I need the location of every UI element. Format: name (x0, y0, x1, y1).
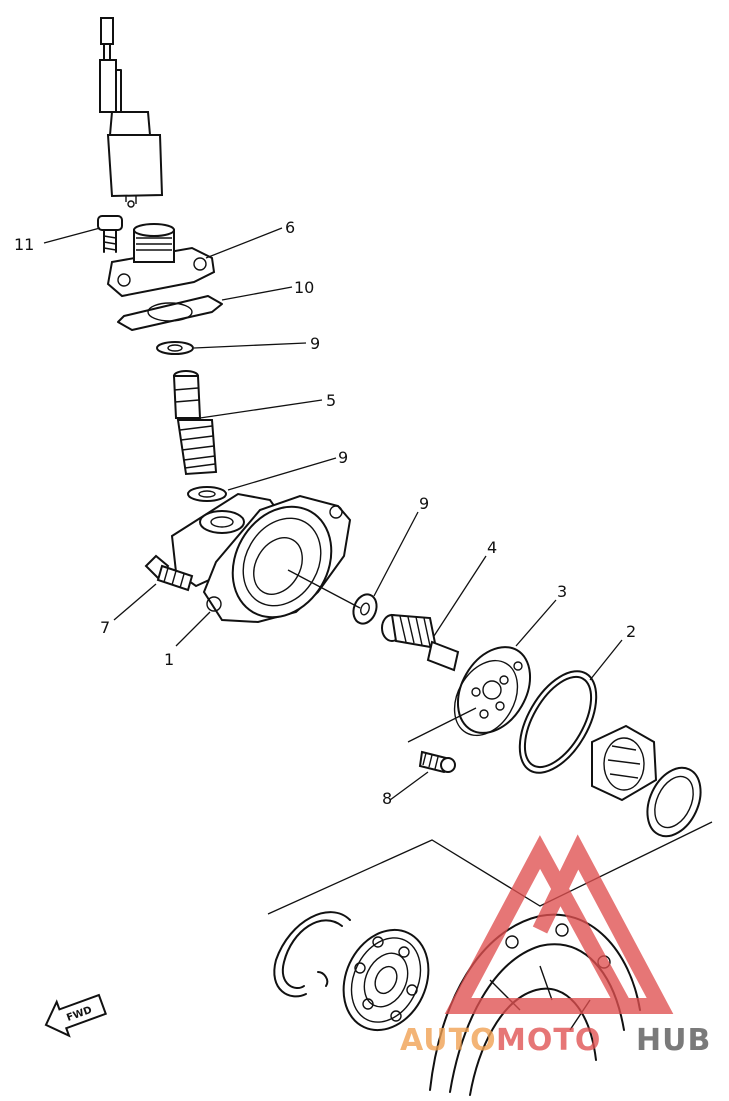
part-5-driven-gear-shaft (172, 370, 218, 476)
callout-5: 5 (326, 391, 336, 410)
part-2-o-ring (518, 670, 598, 774)
callout-1: 1 (164, 650, 174, 669)
ball-bearing (342, 928, 430, 1032)
callout-3: 3 (557, 582, 567, 601)
callout-11: 11 (14, 235, 34, 254)
part-6-flange (106, 223, 216, 298)
hex-nut (591, 724, 658, 802)
part-9-washer-upper (156, 341, 194, 355)
part-10-gasket (117, 295, 223, 331)
watermark-moto: MOTO (496, 1023, 601, 1058)
callout-10: 10 (294, 278, 314, 297)
part-3-gear-plate (453, 646, 532, 737)
watermark-hub: HUB (636, 1023, 711, 1058)
part-7-bolt (144, 554, 194, 592)
callout-7: 7 (100, 618, 110, 637)
washer (646, 766, 702, 838)
circlip (273, 911, 351, 998)
part-8-screw (418, 750, 456, 774)
callout-2: 2 (626, 622, 636, 641)
part-11-screw (97, 215, 123, 253)
watermark-auto: AUTO (400, 1023, 497, 1058)
watermark-triangle-icon (444, 835, 638, 1014)
leader-lines (43, 227, 623, 801)
part-4-drive-gear (381, 613, 460, 672)
callout-8: 8 (382, 789, 392, 808)
callout-9-right: 9 (419, 494, 429, 513)
part-9-washer-middle (187, 486, 227, 502)
forward-direction-arrow: FWD (44, 993, 108, 1038)
callout-9-middle: 9 (338, 448, 348, 467)
watermark-logo: AUTO MOTO HUB (400, 834, 711, 1058)
part-9-washer-right (352, 593, 378, 625)
callout-6: 6 (285, 218, 295, 237)
part-1-gear-housing (170, 492, 352, 624)
callout-9-upper: 9 (310, 334, 320, 353)
speedometer-cable (99, 17, 164, 208)
callout-4: 4 (487, 538, 497, 557)
